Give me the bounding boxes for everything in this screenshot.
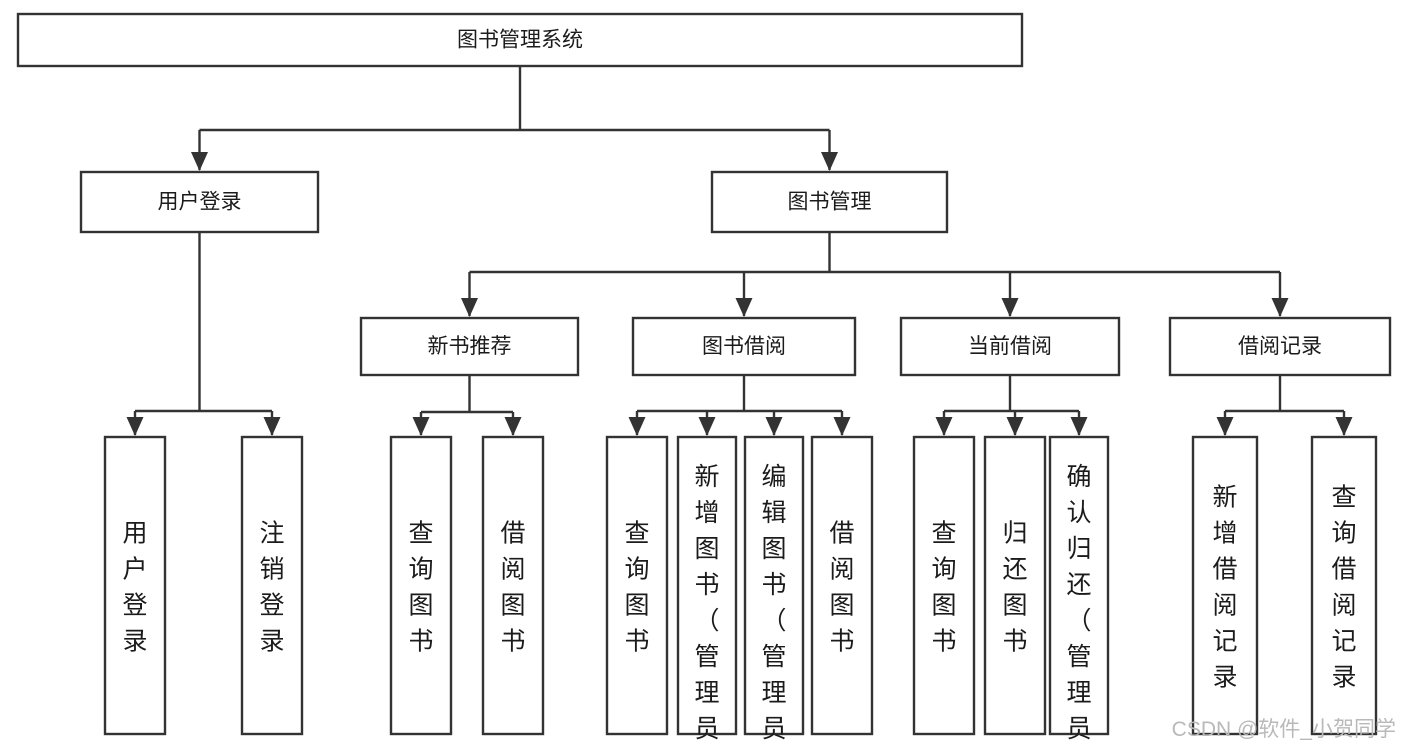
arrow-head-icon	[191, 152, 208, 171]
node-label-leaf-confirm-return-admin: 确认归还（管理员）	[1066, 463, 1091, 747]
node-label-user-login: 用户登录	[158, 191, 242, 214]
node-box-new-book-rec	[359, 316, 580, 377]
arrow-head-icon	[504, 417, 522, 436]
arrow-head-icon	[1070, 417, 1088, 436]
node-box-leaf-borrow-book-rec	[481, 435, 545, 736]
node-label-leaf-borrow-book-rec: 借阅图书	[500, 520, 525, 656]
arrow-head-icon	[263, 417, 281, 436]
node-box-leaf-return-book	[983, 435, 1047, 736]
node-box-leaf-query-record	[1310, 435, 1378, 736]
node-leaf-query-book-bb[interactable]: 查询图书	[605, 435, 669, 736]
arrow-head-icon	[126, 417, 144, 436]
node-box-leaf-logout	[240, 435, 304, 736]
node-label-borrow-record: 借阅记录	[1238, 335, 1322, 358]
node-user-login[interactable]: 用户登录	[79, 170, 320, 234]
node-label-leaf-add-book-admin: 新增图书（管理员）	[694, 463, 719, 747]
node-box-book-manage	[710, 170, 949, 234]
node-box-leaf-confirm-return-admin	[1048, 435, 1110, 736]
node-leaf-borrow-book-rec[interactable]: 借阅图书	[481, 435, 545, 736]
node-box-book-borrow	[631, 316, 857, 377]
node-label-leaf-query-book-rec: 查询图书	[408, 520, 433, 656]
node-label-book-manage: 图书管理	[788, 191, 872, 214]
arrow-head-icon	[1006, 417, 1024, 436]
node-box-leaf-query-book-bb	[605, 435, 669, 736]
node-label-leaf-query-book-cb: 查询图书	[931, 520, 956, 656]
arrow-head-icon	[412, 417, 430, 436]
node-book-borrow[interactable]: 图书借阅	[631, 316, 857, 377]
arrow-head-icon	[1271, 298, 1289, 317]
node-box-user-login	[79, 170, 320, 234]
node-label-leaf-add-record: 新增借阅记录	[1212, 484, 1237, 692]
arrow-head-icon	[1335, 417, 1353, 436]
node-label-book-borrow: 图书借阅	[702, 335, 786, 358]
node-root[interactable]: 图书管理系统	[16, 12, 1024, 68]
arrow-head-icon	[1001, 298, 1019, 317]
arrow-head-icon	[461, 298, 478, 317]
node-leaf-query-book-rec[interactable]: 查询图书	[389, 435, 453, 736]
node-box-current-borrow	[899, 316, 1121, 377]
node-label-root: 图书管理系统	[457, 29, 583, 52]
nodes-layer: 图书管理系统用户登录图书管理新书推荐图书借阅当前借阅借阅记录用户登录注销登录查询…	[16, 12, 1392, 747]
node-leaf-confirm-return-admin[interactable]: 确认归还（管理员）	[1048, 435, 1110, 747]
node-leaf-user-login[interactable]: 用户登录	[103, 435, 167, 736]
node-leaf-add-book-admin[interactable]: 新增图书（管理员）	[676, 435, 738, 747]
node-leaf-add-record[interactable]: 新增借阅记录	[1191, 435, 1259, 736]
node-box-leaf-user-login	[103, 435, 167, 736]
node-leaf-return-book[interactable]: 归还图书	[983, 435, 1047, 736]
node-new-book-rec[interactable]: 新书推荐	[359, 316, 580, 377]
arrow-head-icon	[698, 417, 716, 436]
node-borrow-record[interactable]: 借阅记录	[1168, 316, 1392, 377]
node-leaf-query-book-cb[interactable]: 查询图书	[912, 435, 976, 736]
node-leaf-logout[interactable]: 注销登录	[240, 435, 304, 736]
node-book-manage[interactable]: 图书管理	[710, 170, 949, 234]
arrow-head-icon	[821, 152, 838, 171]
node-box-leaf-add-book-admin	[676, 435, 738, 736]
node-label-leaf-user-login: 用户登录	[122, 520, 147, 656]
node-label-leaf-edit-book-admin: 编辑图书（管理员）	[761, 463, 786, 747]
node-box-leaf-query-book-rec	[389, 435, 453, 736]
node-label-leaf-return-book: 归还图书	[1002, 520, 1027, 656]
node-box-root	[16, 12, 1024, 68]
node-label-current-borrow: 当前借阅	[968, 335, 1052, 358]
arrow-head-icon	[833, 417, 851, 436]
node-box-borrow-record	[1168, 316, 1392, 377]
node-leaf-query-record[interactable]: 查询借阅记录	[1310, 435, 1378, 736]
arrow-head-icon	[735, 298, 753, 317]
connectors-layer	[126, 66, 1353, 436]
arrow-head-icon	[628, 417, 646, 436]
node-box-leaf-add-record	[1191, 435, 1259, 736]
watermark-label: CSDN @软件_小贺同学	[1172, 718, 1396, 741]
arrow-head-icon	[765, 417, 783, 436]
node-leaf-edit-book-admin[interactable]: 编辑图书（管理员）	[743, 435, 805, 747]
node-label-leaf-query-record: 查询借阅记录	[1331, 484, 1356, 692]
node-label-leaf-borrow-book-bb: 借阅图书	[829, 520, 854, 656]
node-label-leaf-query-book-bb: 查询图书	[624, 520, 649, 656]
node-label-new-book-rec: 新书推荐	[428, 335, 512, 358]
node-box-leaf-edit-book-admin	[743, 435, 805, 736]
node-current-borrow[interactable]: 当前借阅	[899, 316, 1121, 377]
node-leaf-borrow-book-bb[interactable]: 借阅图书	[810, 435, 874, 736]
node-label-leaf-logout: 注销登录	[259, 520, 284, 656]
node-box-leaf-borrow-book-bb	[810, 435, 874, 736]
node-box-leaf-query-book-cb	[912, 435, 976, 736]
arrow-head-icon	[935, 417, 953, 436]
arrow-head-icon	[1216, 417, 1234, 436]
